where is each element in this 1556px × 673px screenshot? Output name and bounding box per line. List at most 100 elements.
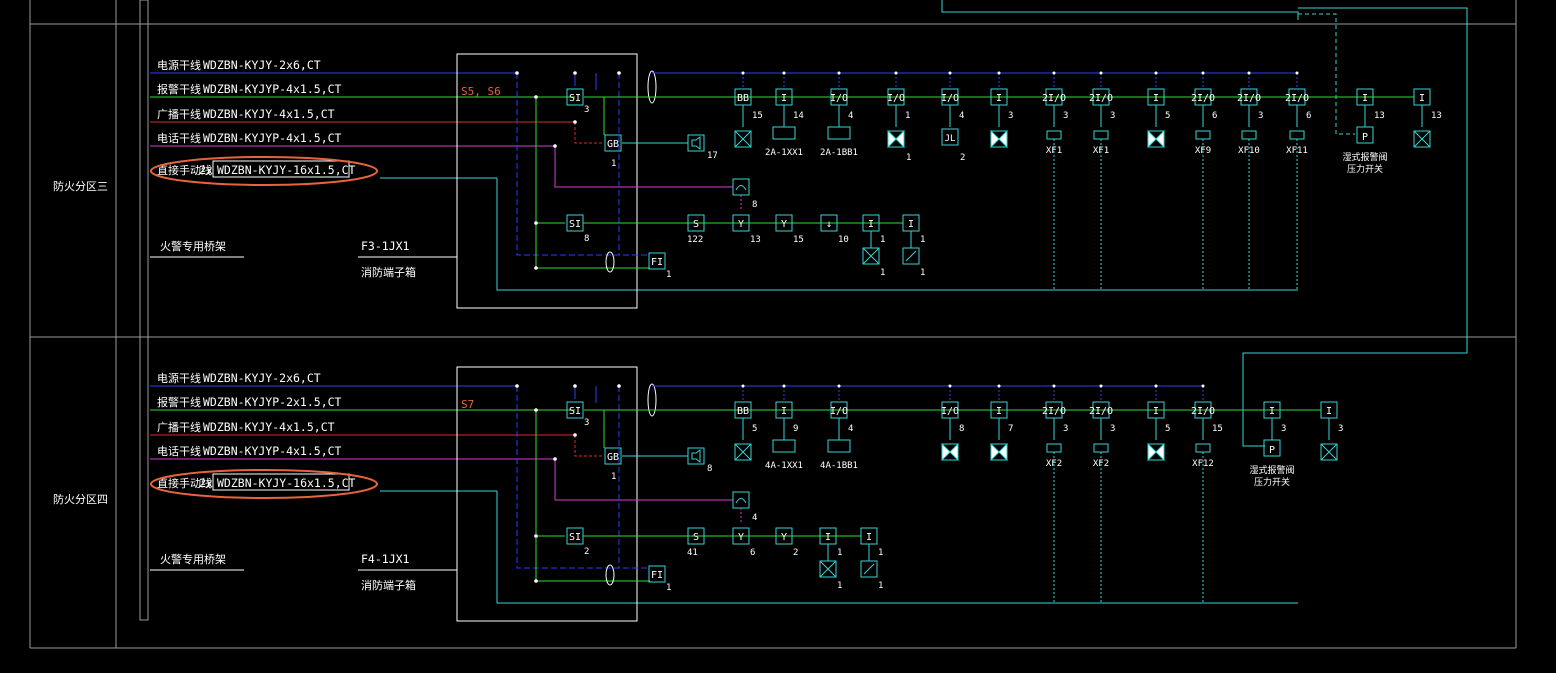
input-output-module: 2I/O (1285, 88, 1309, 106)
fi-module: FI (648, 252, 666, 270)
valve-shape (990, 442, 1008, 462)
input-output-module: 2I/O (1191, 401, 1215, 419)
jl-frame (941, 128, 959, 146)
pressure-label: P (1269, 445, 1275, 456)
symbol-frame (604, 447, 622, 465)
input-output-module: 2I/O (1237, 88, 1261, 106)
device-count: 1 (905, 111, 910, 121)
symbol-frame (687, 527, 705, 545)
device-tag: 1 (878, 581, 883, 591)
symbol-label: I (866, 532, 872, 543)
junction-dot (837, 71, 841, 75)
phone-branch (554, 459, 733, 501)
speaker-frame (687, 447, 705, 465)
device-count: 6 (1212, 111, 1217, 121)
symbol-label: 2I/O (1089, 93, 1113, 104)
symbol-label: 2I/O (1042, 93, 1066, 104)
junction-dot (782, 71, 786, 75)
symbol-label: I/O (941, 406, 959, 417)
symbol-label: I (1153, 406, 1159, 417)
symbol-label: Y (781, 219, 787, 230)
junction-dot (573, 433, 577, 437)
highlight-ellipse (150, 469, 378, 499)
device-count: 3 (1008, 111, 1013, 121)
device-tag: 4A-1BB1 (820, 461, 858, 471)
device-note: 压力开关 (1347, 163, 1383, 175)
device-count: 3 (584, 105, 589, 115)
symbol-frame (604, 134, 622, 152)
detector-symbol: I (860, 527, 878, 545)
device-count: 1 (666, 270, 671, 280)
symbol-label: I (1362, 93, 1368, 104)
device-note: 湿式报警阀 (1249, 464, 1294, 476)
area-tag: S5, S6 (461, 85, 501, 98)
junction-dot (1099, 71, 1103, 75)
device-count: 3 (584, 418, 589, 428)
junction-dot (617, 71, 621, 75)
device-tag: 2 (960, 153, 965, 163)
junction-dot (534, 266, 538, 270)
button-frame (819, 560, 837, 578)
speaker-icon (687, 447, 705, 465)
symbol-label: GB (607, 452, 619, 463)
phone-frame (732, 491, 750, 509)
symbol-label: SI (569, 406, 581, 417)
detector-symbol: S (687, 527, 705, 545)
junction-dot (948, 71, 952, 75)
phone-frame (732, 178, 750, 196)
phone-shape (735, 185, 747, 191)
button-cross (1320, 443, 1338, 461)
cable-type-label: 报警干线 (157, 82, 201, 96)
device-count: 3 (1338, 424, 1343, 434)
si-module: SI (566, 88, 584, 106)
junction-dot (894, 71, 898, 75)
junction-box-name: 消防端子箱 (361, 578, 416, 592)
pressure-frame (1356, 126, 1374, 144)
area-tag: S7 (461, 398, 474, 411)
device-count: 2 (793, 548, 798, 558)
sensor-icon (902, 247, 920, 265)
junction-dot (553, 457, 557, 461)
junction-box-id: F4-1JX1 (361, 552, 410, 566)
damper-device (1241, 130, 1257, 140)
button-frame (1413, 130, 1431, 148)
device-tag: 2A-1BB1 (820, 148, 858, 158)
symbol-label: ↓ (826, 219, 832, 230)
sensor-arrow (905, 250, 917, 262)
symbol-label: I/O (941, 93, 959, 104)
device-count: 9 (793, 424, 798, 434)
device-count: 4 (848, 424, 853, 434)
cable-type-label: 电话干线 (157, 444, 201, 458)
device-count: 5 (1165, 111, 1170, 121)
junction-box-id: F3-1JX1 (361, 239, 410, 253)
button-cross (734, 443, 752, 461)
cable-type-label: 广播干线 (157, 107, 201, 121)
input-output-module: BB (734, 88, 752, 106)
fi-module: FI (648, 565, 666, 583)
symbol-label: 2I/O (1191, 93, 1215, 104)
junction-dot (1201, 71, 1205, 75)
cable-spec: WDZBN-KYJYP-4x1.5,CT (203, 131, 342, 145)
si-module: SI (566, 214, 584, 232)
cable-spec-box (212, 160, 350, 178)
symbol-label: 2I/O (1089, 406, 1113, 417)
pressure-switch-icon: P (1356, 126, 1374, 144)
junction-dot (1295, 71, 1299, 75)
junction-dot (553, 144, 557, 148)
broadcast-branch (574, 435, 604, 457)
junction-dot (782, 384, 786, 388)
junction-dot (534, 579, 538, 583)
symbol-label: I/O (830, 93, 848, 104)
speaker-frame (687, 134, 705, 152)
cable-spec: WDZBN-KYJY-4x1.5,CT (203, 420, 335, 434)
device-count: 5 (752, 424, 757, 434)
device-note: 压力开关 (1254, 476, 1290, 488)
symbol-frame (732, 214, 750, 232)
device-tag: 2A-1XX1 (765, 148, 803, 158)
internal-signal (535, 410, 650, 582)
symbol-label: I/O (830, 406, 848, 417)
valve-icon (941, 442, 959, 462)
device-count: 1 (611, 472, 616, 482)
junction-dot (515, 71, 519, 75)
